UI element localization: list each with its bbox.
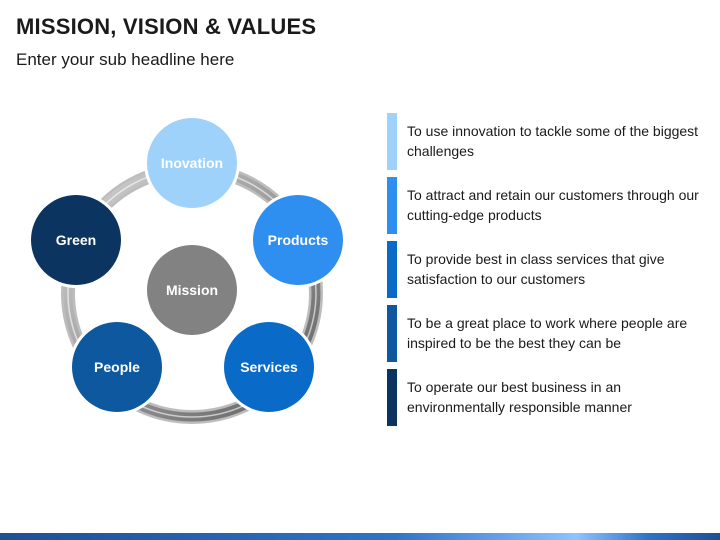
node-label-services: Services — [240, 359, 298, 375]
statement-text: To be a great place to work where people… — [407, 315, 688, 351]
statement-text: To provide best in class services that g… — [407, 251, 665, 287]
page-subtitle: Enter your sub headline here — [16, 50, 235, 69]
node-services: Services — [221, 319, 317, 415]
statement-text: To use innovation to tackle some of the … — [407, 123, 699, 159]
node-circle-green — [31, 195, 121, 285]
statement-item: To be a great place to work where people… — [387, 305, 707, 362]
node-label-inovation: Inovation — [161, 155, 223, 171]
statement-item: To operate our best business in an envir… — [387, 369, 707, 426]
statement-color-bar — [387, 113, 397, 170]
node-label-products: Products — [268, 232, 329, 248]
node-people: People — [69, 319, 165, 415]
footer-accent-bar — [0, 533, 720, 540]
statement-item: To attract and retain our customers thro… — [387, 177, 707, 234]
statement-color-bar — [387, 241, 397, 298]
node-circle-inovation — [147, 118, 237, 208]
node-label-people: People — [94, 359, 140, 375]
node-circle-products — [253, 195, 343, 285]
statement-text: To attract and retain our customers thro… — [407, 187, 699, 223]
node-inovation: Inovation — [144, 115, 240, 211]
node-circle-services — [224, 322, 314, 412]
mission-cycle-diagram: Mission Inovation Products Services Peop… — [28, 115, 346, 424]
node-label-green: Green — [56, 232, 96, 248]
statement-item: To use innovation to tackle some of the … — [387, 113, 707, 170]
statement-color-bar — [387, 177, 397, 234]
statement-item: To provide best in class services that g… — [387, 241, 707, 298]
center-node-mission: Mission — [144, 242, 240, 338]
statement-text: To operate our best business in an envir… — [407, 379, 632, 415]
statement-color-bar — [387, 369, 397, 426]
node-products: Products — [250, 192, 346, 288]
statement-color-bar — [387, 305, 397, 362]
center-circle — [147, 245, 237, 335]
center-label: Mission — [166, 282, 218, 298]
node-circle-people — [72, 322, 162, 412]
node-green: Green — [28, 192, 124, 288]
page-title: MISSION, VISION & VALUES — [16, 14, 317, 39]
